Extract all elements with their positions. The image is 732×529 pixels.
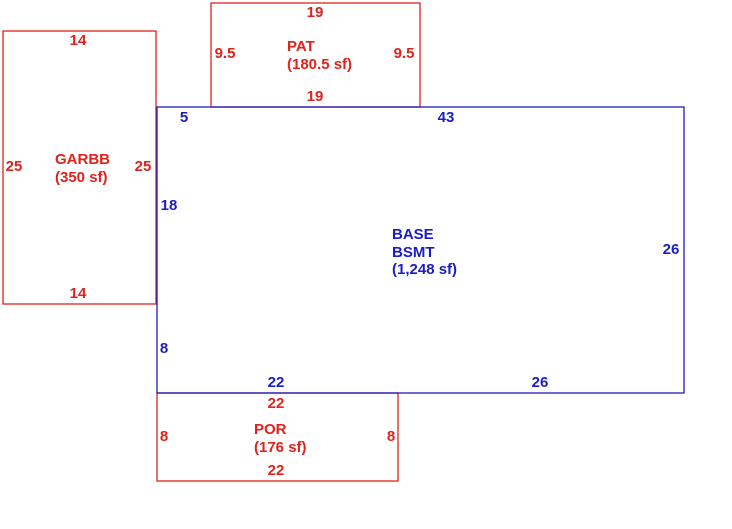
base-bottom-left-dimension: 22 xyxy=(268,374,285,391)
base-top-left-dimension: 5 xyxy=(180,109,188,126)
garbb-name: GARBB xyxy=(55,151,110,168)
pat-top-dimension: 19 xyxy=(307,4,324,21)
base-name-line1: BASE xyxy=(392,226,434,243)
base-bottom-right-dimension: 26 xyxy=(532,374,549,391)
base-area: 5 43 18 8 26 22 26 BASE BSMT (1,248 sf) xyxy=(156,106,685,394)
pat-area-value: (180.5 sf) xyxy=(287,56,352,73)
base-area-value: (1,248 sf) xyxy=(392,261,457,278)
por-right-dimension: 8 xyxy=(387,428,395,445)
base-name-line2: BSMT xyxy=(392,244,435,261)
base-left-upper-dimension: 18 xyxy=(161,197,178,214)
pat-area: 19 19 9.5 9.5 PAT (180.5 sf) xyxy=(210,2,421,108)
por-bottom-dimension: 22 xyxy=(268,462,285,479)
base-top-dimension: 43 xyxy=(438,109,455,126)
garbb-top-dimension: 14 xyxy=(70,32,87,49)
pat-left-dimension: 9.5 xyxy=(215,45,236,62)
por-area: 22 22 8 8 POR (176 sf) xyxy=(156,392,399,482)
garbb-area-value: (350 sf) xyxy=(55,169,108,186)
base-left-lower-dimension: 8 xyxy=(160,340,168,357)
base-right-dimension: 26 xyxy=(663,241,680,258)
pat-right-dimension: 9.5 xyxy=(394,45,415,62)
pat-bottom-dimension: 19 xyxy=(307,88,324,105)
garbb-outline xyxy=(2,30,157,305)
por-left-dimension: 8 xyxy=(160,428,168,445)
garbb-left-dimension: 25 xyxy=(6,158,23,175)
garbb-bottom-dimension: 14 xyxy=(70,285,87,302)
base-outline xyxy=(156,106,685,394)
garbb-area: 14 14 25 25 GARBB (350 sf) xyxy=(2,30,157,305)
por-name: POR xyxy=(254,421,287,438)
por-top-dimension: 22 xyxy=(268,395,285,412)
por-area-value: (176 sf) xyxy=(254,439,307,456)
pat-name: PAT xyxy=(287,38,315,55)
garbb-right-dimension: 25 xyxy=(135,158,152,175)
